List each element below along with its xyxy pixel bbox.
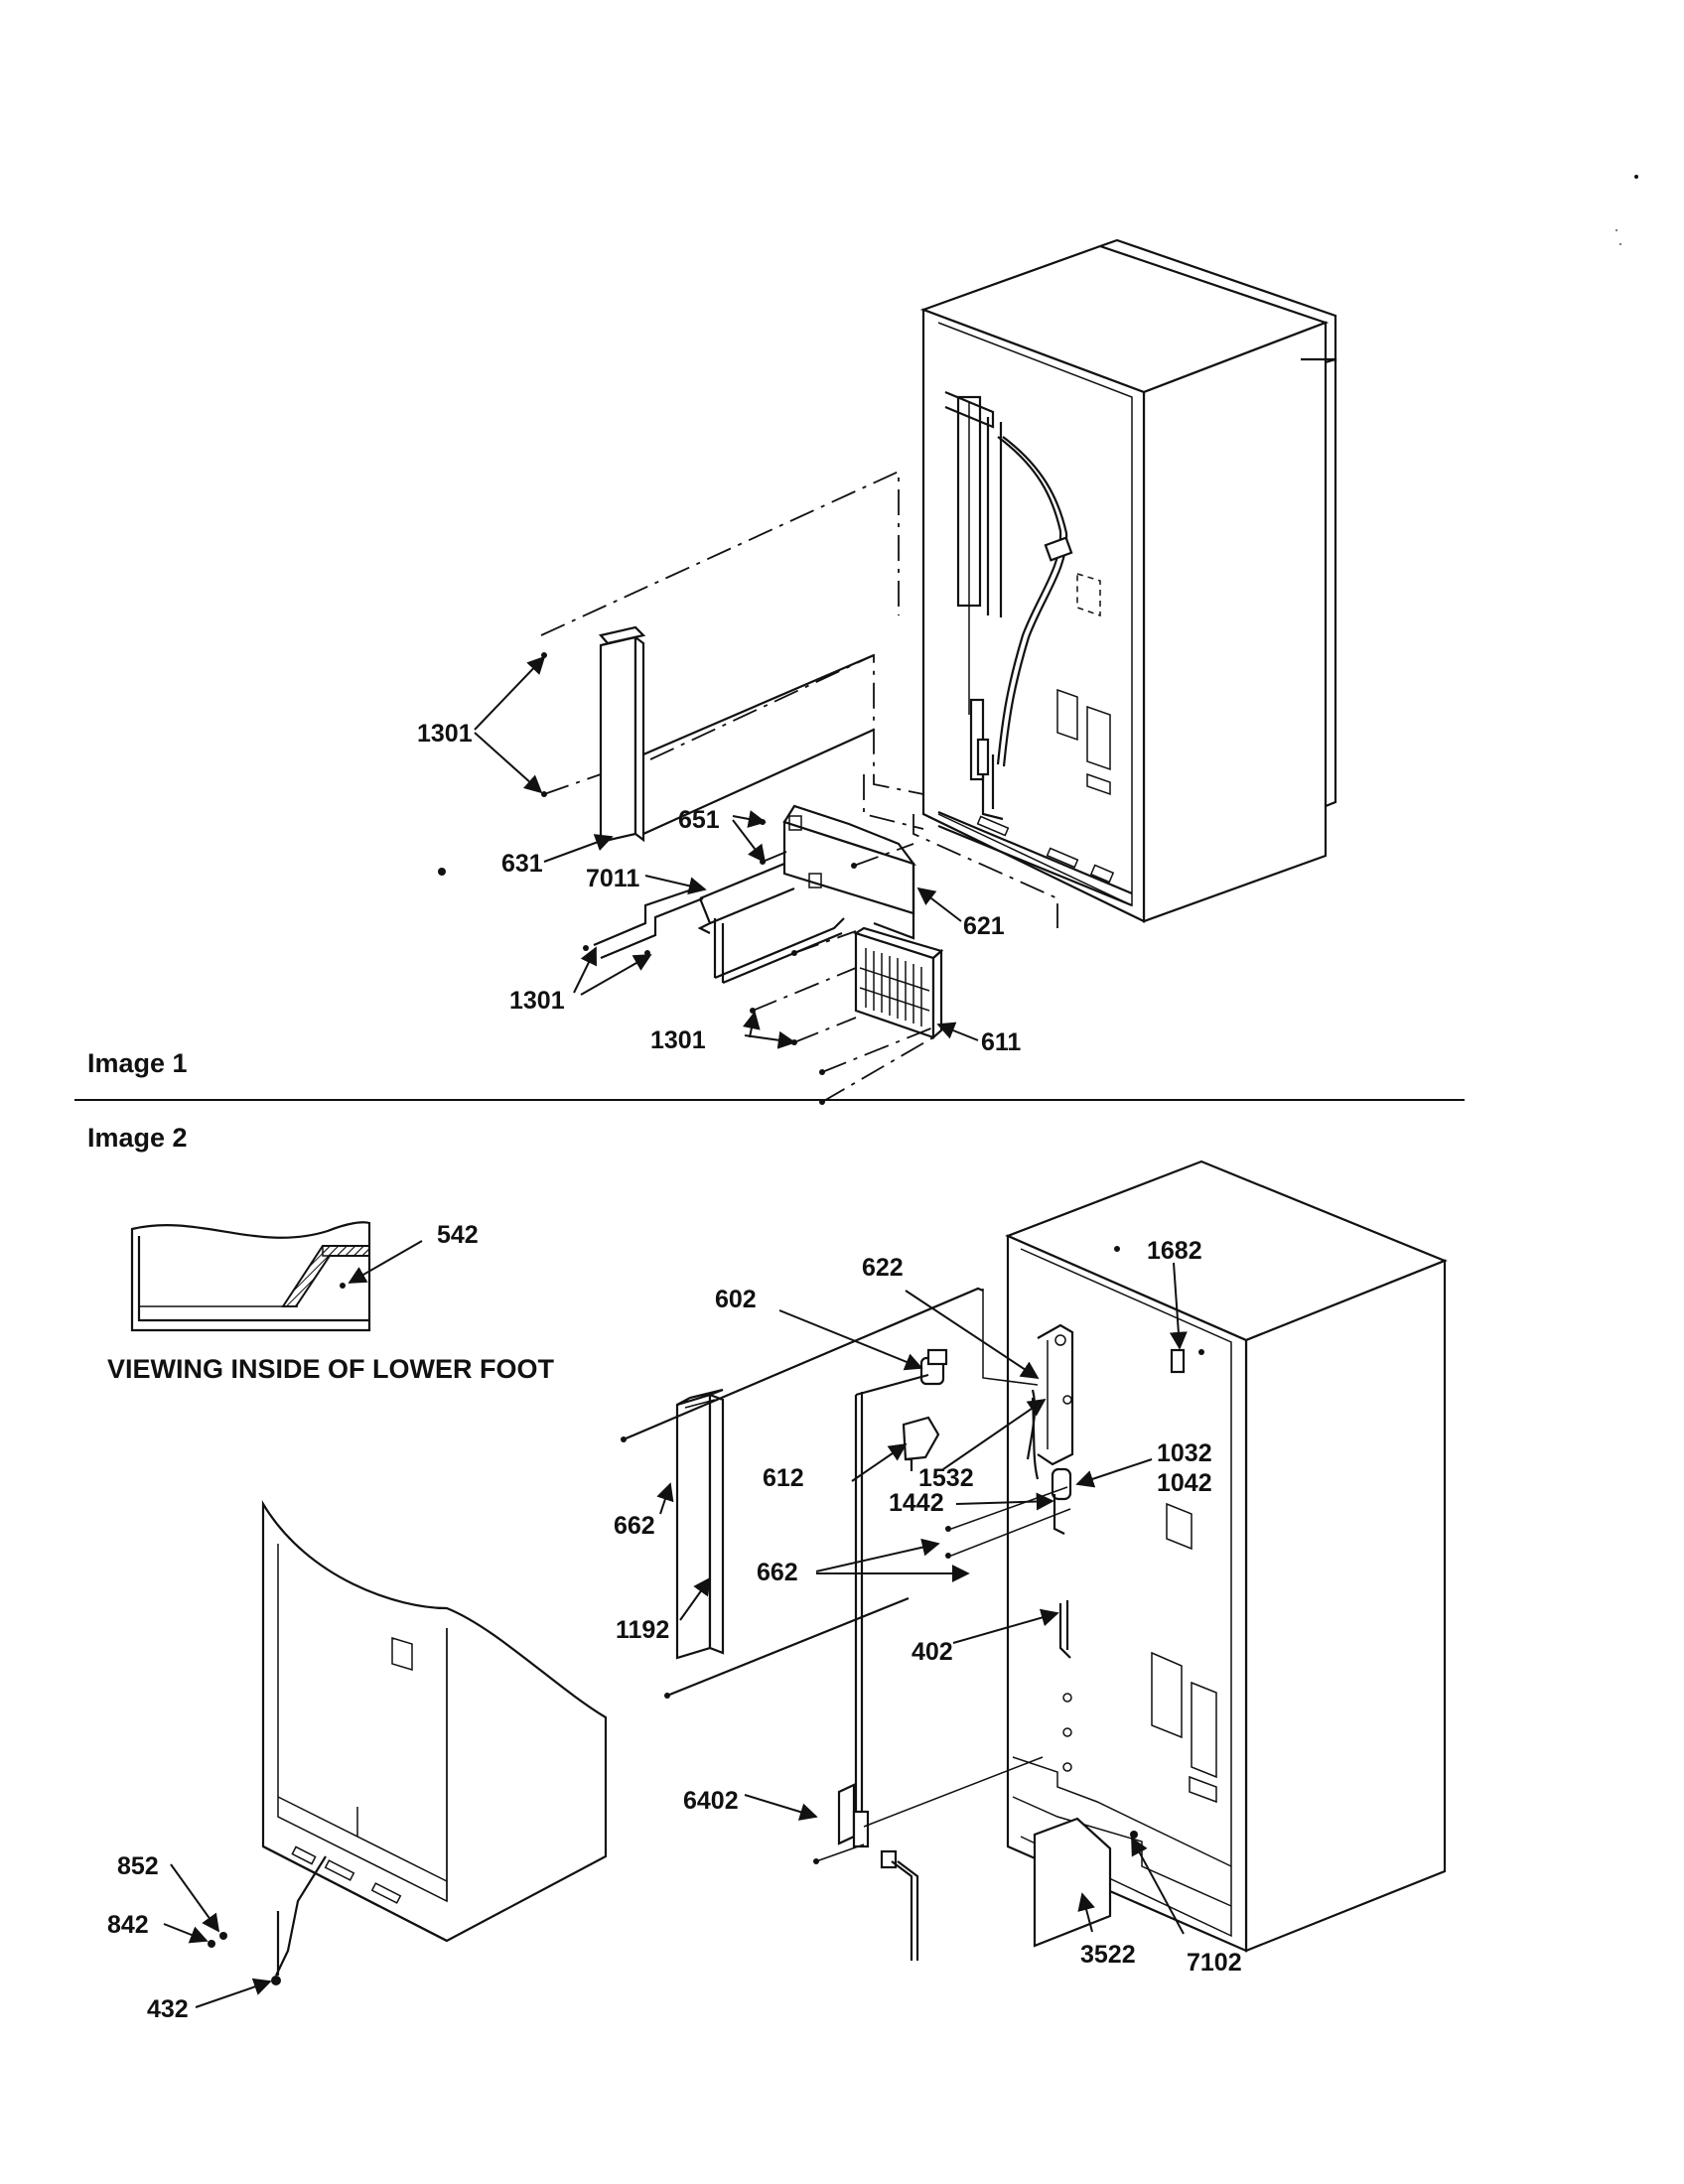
callout-1301-lower: 1301 (650, 1026, 706, 1054)
callout-3522: 3522 (1080, 1941, 1136, 1969)
inset-caption: VIEWING INSIDE OF LOWER FOOT (107, 1354, 555, 1384)
callout-842: 842 (107, 1911, 149, 1939)
callout-602: 602 (715, 1286, 757, 1313)
screw-paths-image1 (543, 773, 934, 1103)
screws-image1 (438, 652, 857, 1105)
callout-612: 612 (763, 1464, 804, 1492)
part-621-frame (697, 804, 916, 985)
callout-662-upper: 662 (614, 1512, 655, 1540)
callout-611: 611 (981, 1028, 1021, 1056)
part-7011-tube (593, 887, 704, 960)
image1-drawing: 1301 631 651 7011 621 1301 1301 611 (417, 238, 1337, 1105)
callout-621: 621 (963, 912, 1005, 940)
callout-1442: 1442 (889, 1489, 944, 1517)
callout-1532: 1532 (918, 1464, 974, 1492)
callout-1301: 1301 (417, 720, 473, 748)
inset-lower-foot: 542 (130, 1221, 479, 1332)
callout-631: 631 (501, 850, 543, 878)
callout-542: 542 (437, 1221, 479, 1249)
section-label-image1: Image 1 (87, 1048, 188, 1078)
leaders-image2 (656, 1262, 1188, 1935)
refrigerator-cabinet-rear (919, 238, 1337, 923)
callout-662-middle: 662 (757, 1559, 798, 1586)
part-3522-cover (1033, 1817, 1112, 1948)
scan-specks (1615, 175, 1638, 245)
refrigerator-cabinet-image2 (982, 1160, 1448, 1953)
leaders-lower-left (163, 1863, 272, 2008)
callout-651: 651 (678, 806, 720, 834)
cabinet-cutaway-lower-left (208, 1500, 608, 1985)
callout-7011: 7011 (586, 865, 639, 892)
callout-6402: 6402 (683, 1787, 739, 1815)
part-1192-tube (675, 1388, 725, 1660)
callout-7102: 7102 (1187, 1949, 1242, 1977)
callout-1032: 1032 (1157, 1439, 1212, 1467)
part-611-grille (853, 926, 944, 1040)
grille-slots (859, 948, 930, 1026)
leaders-image1 (474, 655, 979, 1049)
callout-1042: 1042 (1157, 1469, 1212, 1497)
callout-1682: 1682 (1147, 1237, 1202, 1265)
part-631-side-panel (598, 625, 646, 844)
callout-622: 622 (862, 1254, 904, 1282)
callout-432: 432 (147, 1995, 189, 2023)
callout-402: 402 (912, 1638, 953, 1666)
callout-1301-lower-left: 1301 (509, 987, 565, 1015)
callout-852: 852 (117, 1852, 159, 1880)
callout-1192: 1192 (616, 1616, 669, 1644)
wiring-assembly (813, 1348, 1044, 1961)
section-label-image2: Image 2 (87, 1123, 188, 1153)
